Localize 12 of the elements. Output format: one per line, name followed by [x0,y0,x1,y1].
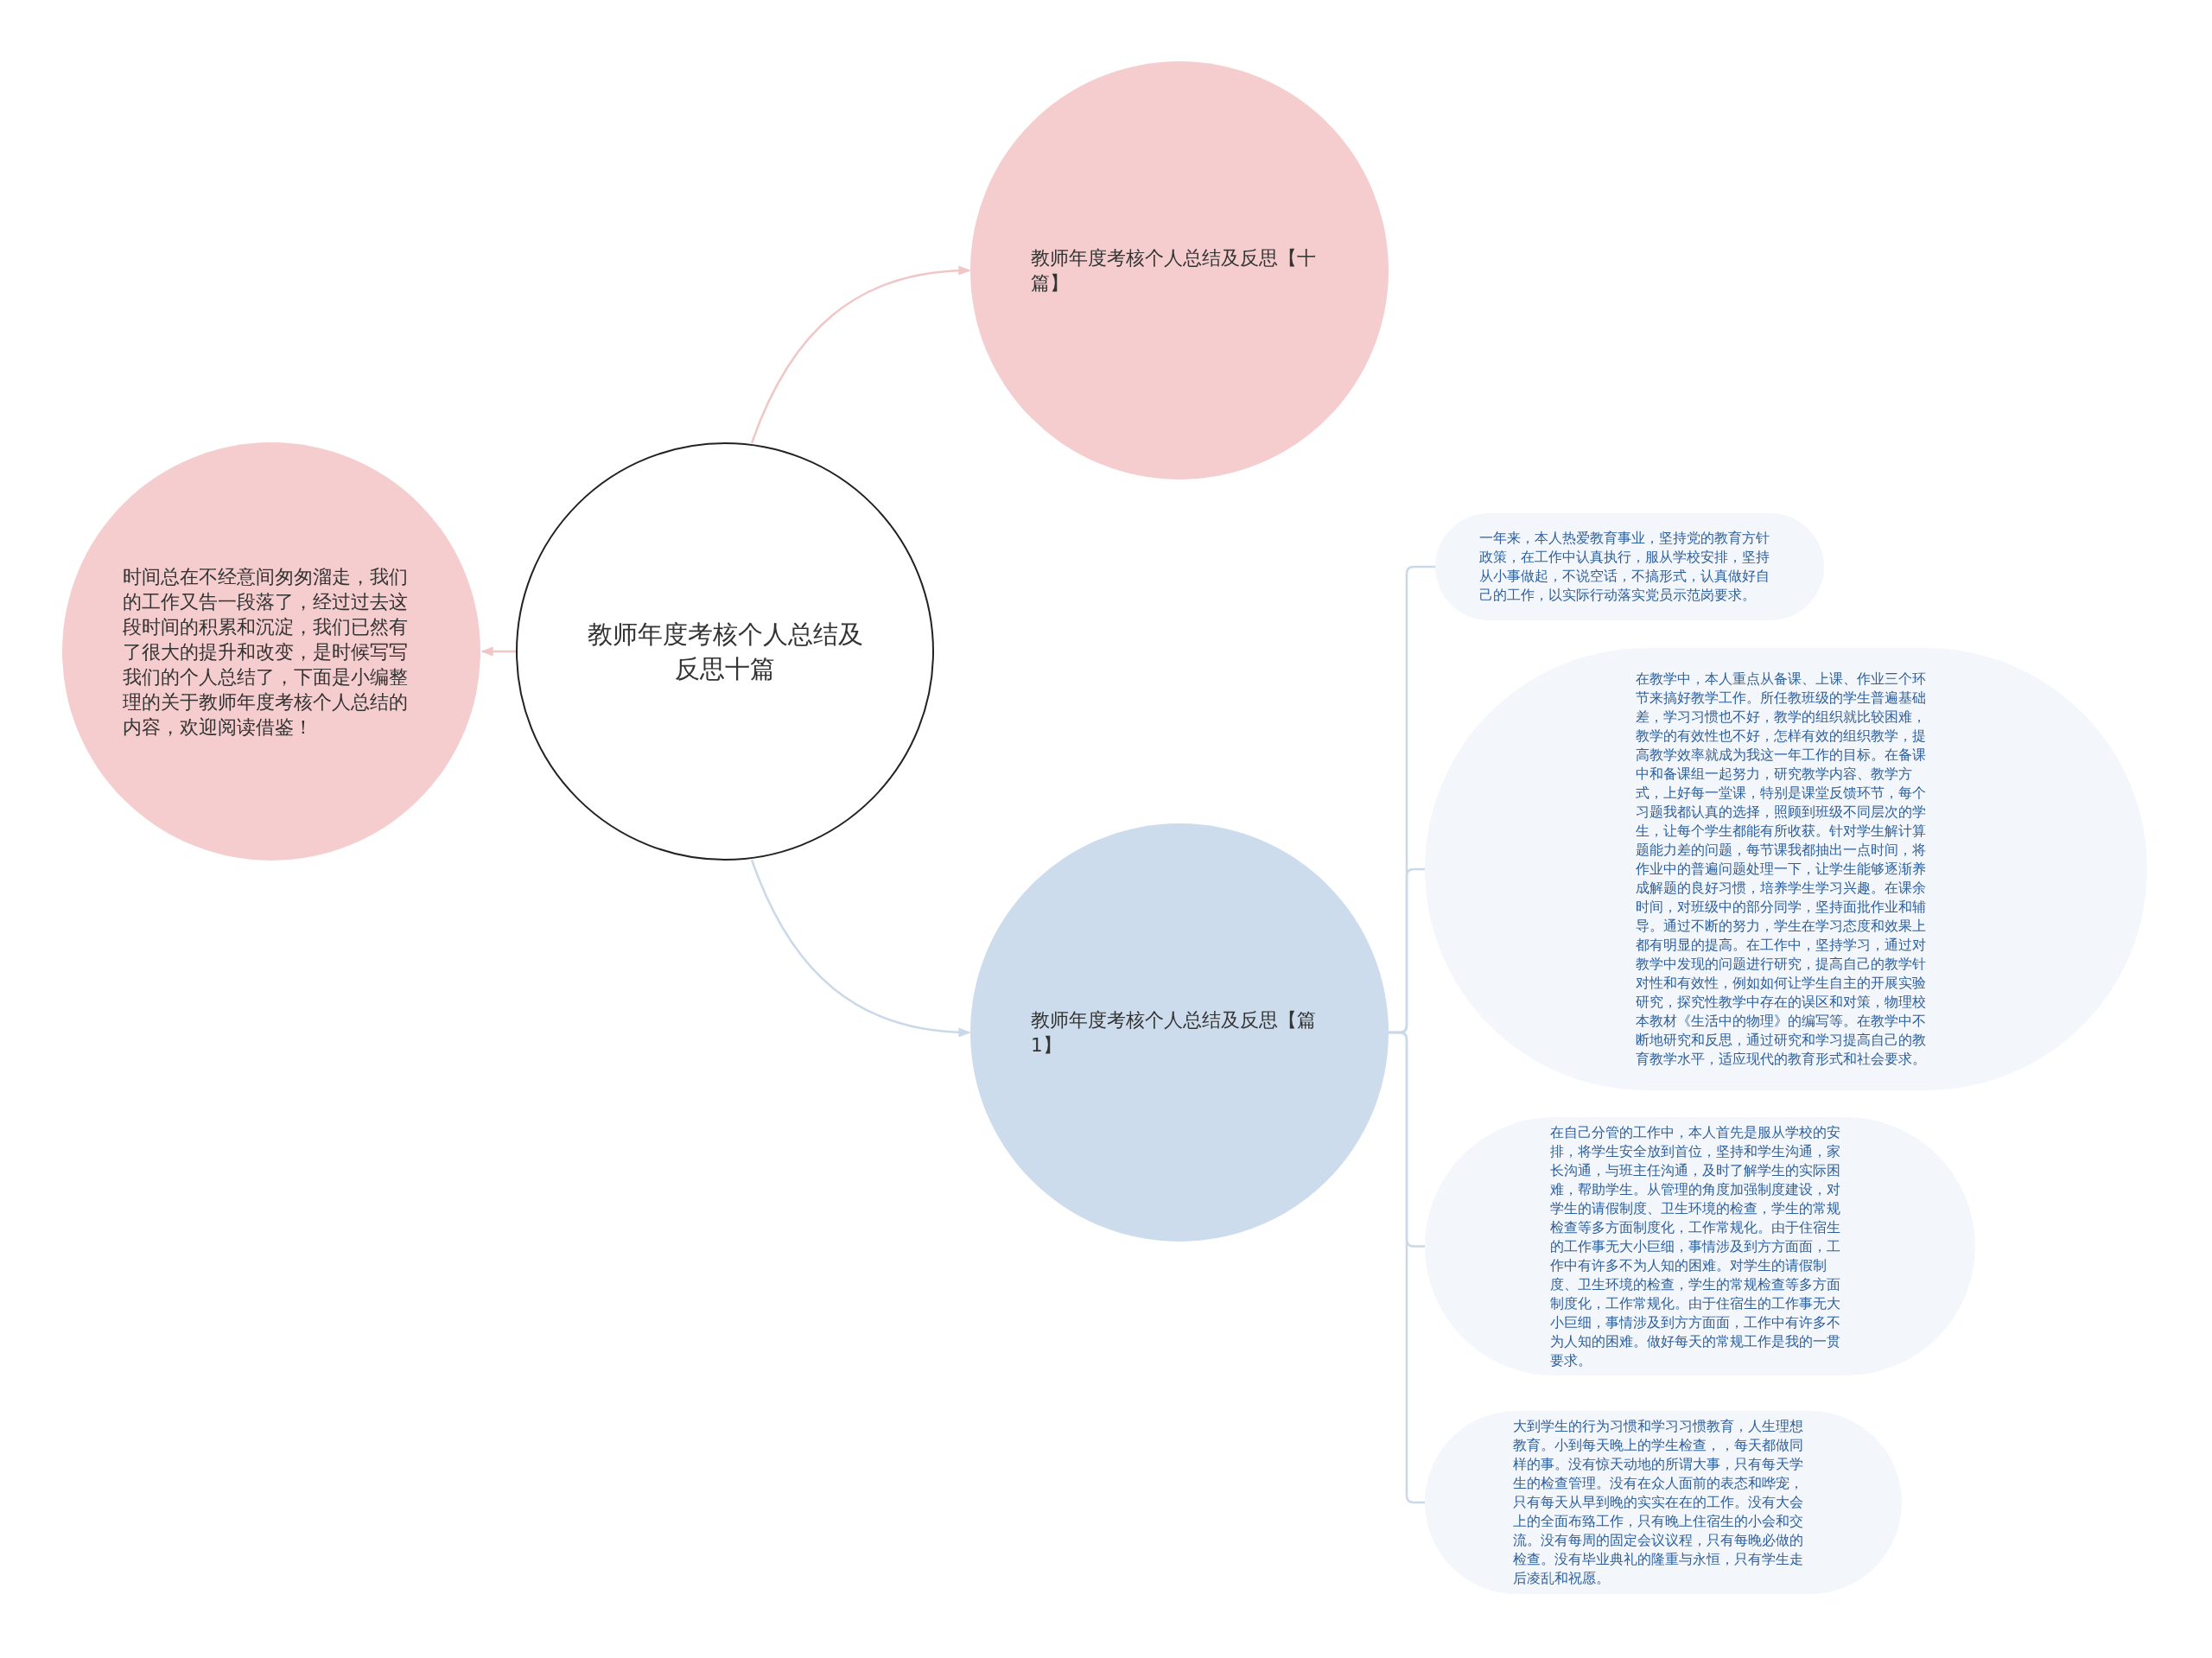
note-text: 一年来，本人热爱教育事业，坚持党的教育方针政策，在工作中认真执行，服从学校安排，坚持从小事做起，不说空话，不搞形式，认真做好自己的工作，以实际行动落实党员示范岗要求。 [1479,529,1770,605]
connector-arrow [750,266,971,444]
connector-arrow [480,646,516,657]
note-text: 在教学中，本人重点从备课、上课、作业三个环节来搞好教学工作。所任教班级的学生普遍基础差，学习习惯也不好，教学的组织就比较困难，教学的有效性也不好，怎样有效的组织教学，提高教学效率就成为我这一年工作的目标。在备课中和备课组一起努力，研究教学内容、教学方式，上好每一堂课，特别是课堂反馈环节，每个习题我都认真的选择，照顾到班级不同层次的学生，让每个学生都能有所收获。针对学生解计算题能力差的问题，每节课我都抽出一点时间，将作业中的普遍问题处理一下，让学生能够逐渐养成解题的良好习惯，培养学生学习兴趣。在课余时间，对班级中的部分同学，坚持面批作业和辅导。通过不断的努力，学生在学习态度和效果上都有明显的提高。在工作中，坚持学习，通过对教学中发现的问题进行研究，提高自己的教学针对性和有效性，例如如何让学生自主的开展实验研究，探究性教学中存在的误区和对策，物理校本教材《生活中的物理》的编写等。在教学中不断地研究和反思，通过研究和学习提高自己的教育教学水平，适应现代的教育形式和社会要求。 [1636,670,1927,1069]
topic-text: 时间总在不经意间匆匆溜走，我们的工作又告一段落了，经过过去这段时间的积累和沉淀，我们已然有了很大的提升和改变，是时候写写我们的个人总结了，下面是小编整理的关于教师年度考核个人总结的内容，欢迎阅读借鉴！ [123,564,409,740]
topic-text: 教师年度考核个人总结及反思【篇1】 [1031,1008,1317,1058]
note-text: 大到学生的行为习惯和学习习惯教育，人生理想教育。小到每天晚上的学生检查，，每天都做同样的事。没有惊天动地的所谓大事，只有每天学生的检查管理。没有在众人面前的表态和哗宠，只有每天从早到晚的实实在在的工作。没有大会上的全面布臵工作，只有晚上住宿生的小会和交流。没有每周的固定会议议程，只有每晚必做的检查。没有毕业典礼的隆重与永恒，只有学生走后凌乱和祝愿。 [1513,1417,1804,1588]
topic-text: 教师年度考核个人总结及反思【十篇】 [1031,246,1317,295]
note-text: 在自己分管的工作中，本人首先是服从学校的安排，将学生安全放到首位，坚持和学生沟通，家长沟通，与班主任沟通，及时了解学生的实际困难，帮助学生。从管理的角度加强制度建设，对学生的请假制度、卫生环境的检查，学生的常规检查等多方面制度化，工作常规化。由于住宿生的工作事无大小巨细，事情涉及到方方面面，工作中有许多不为人知的困难。对学生的请假制度、卫生环境的检查，学生的常规检查等多方面制度化，工作常规化。由于住宿生的工作事无大小巨细，事情涉及到方方面面，工作中有许多不为人知的困难。做好每天的常规工作是我的一贯要求。 [1549,1122,1841,1370]
connector-line [1389,1031,1425,1504]
topic-text: 教师年度考核个人总结及反思十篇 [586,619,864,685]
connector-arrow [750,859,971,1037]
